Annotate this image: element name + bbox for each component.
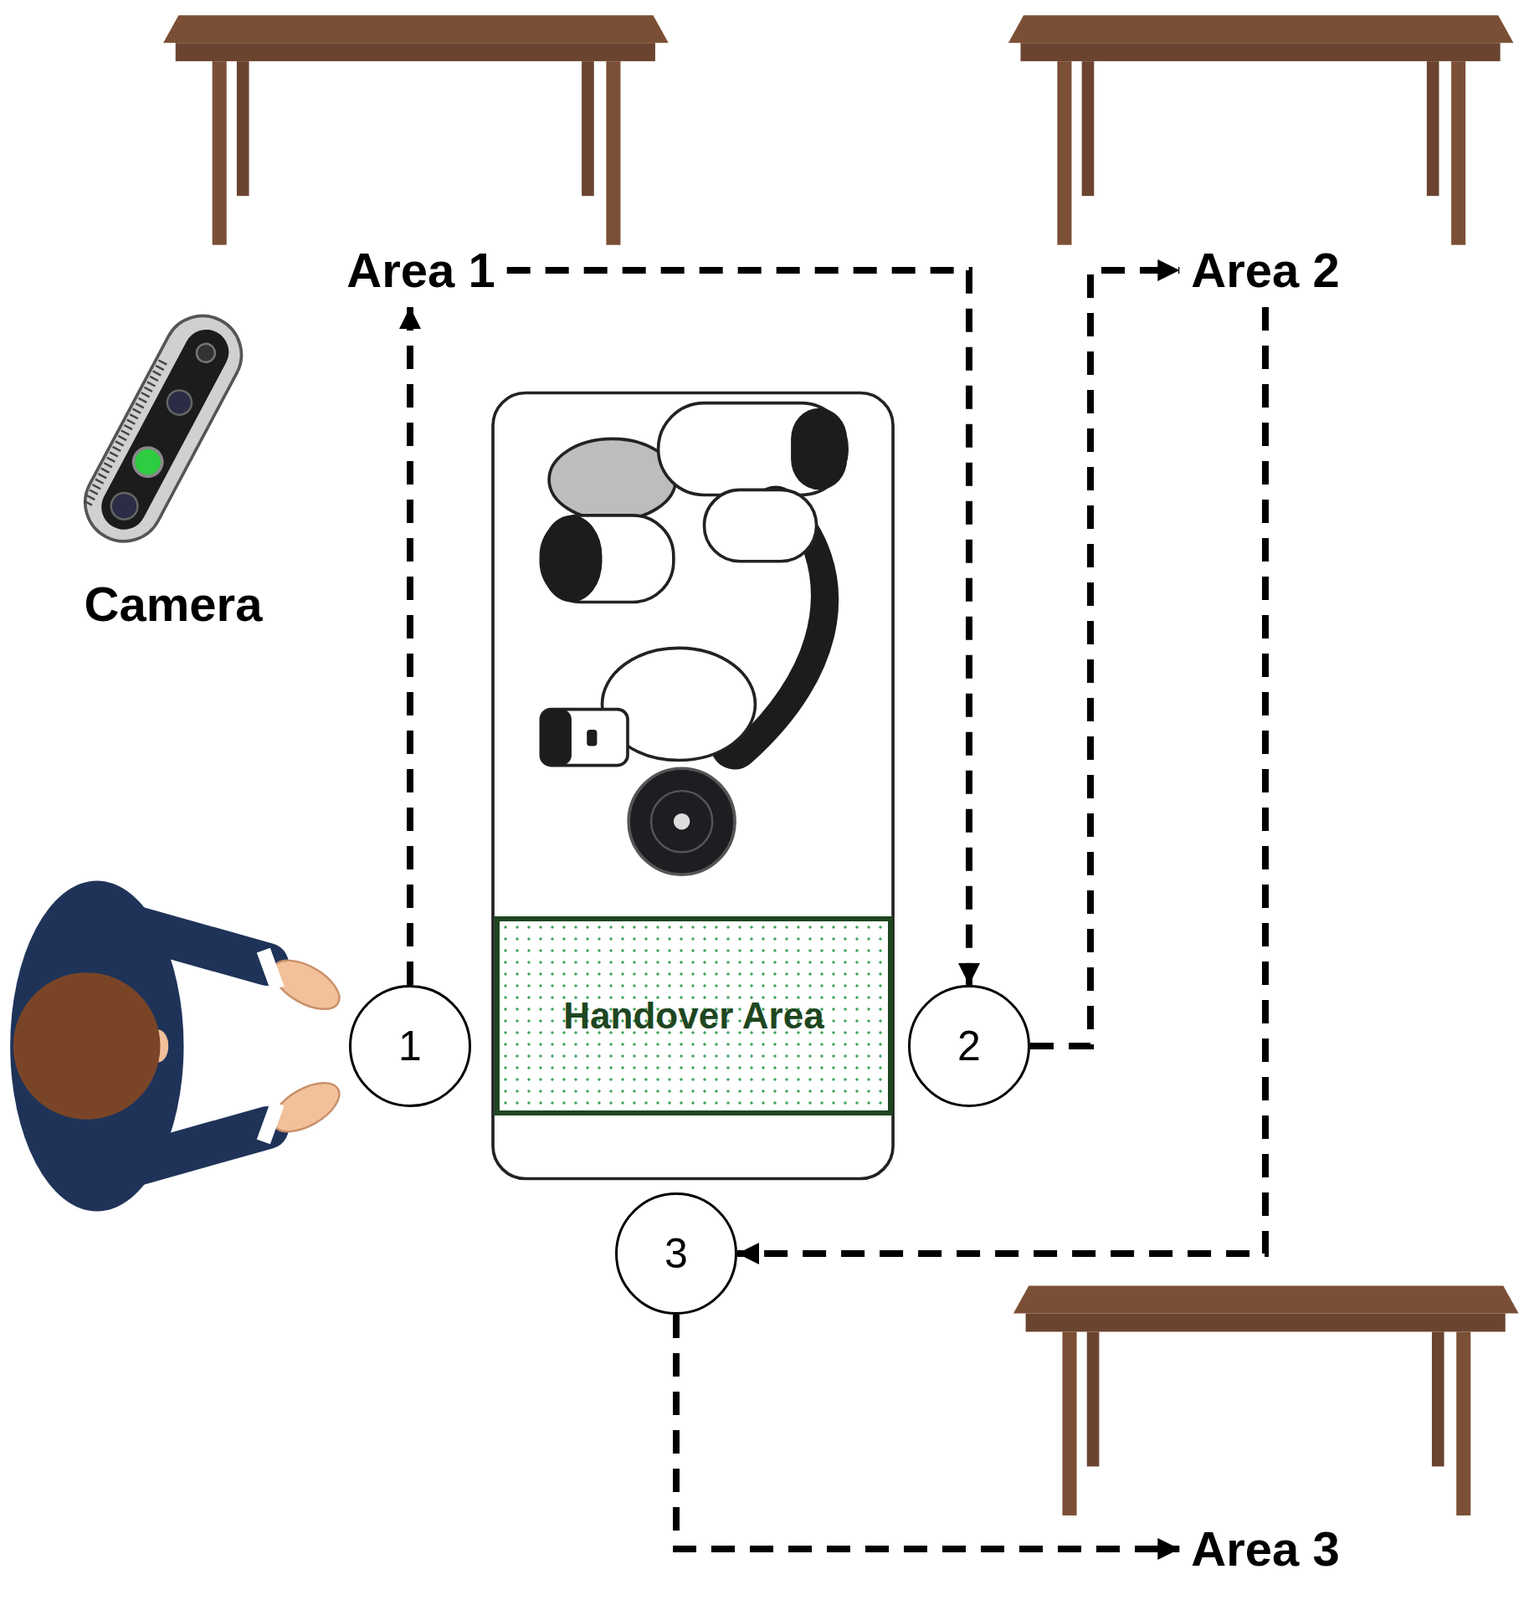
dashed-arrow	[1030, 270, 1180, 1047]
table	[163, 15, 669, 245]
area-label: Area 2	[1185, 240, 1345, 301]
dashed-arrow	[406, 307, 414, 986]
dashed-arrow	[676, 1314, 1180, 1550]
node-text: Handover Area	[563, 995, 824, 1037]
handover-area: Handover Area	[494, 916, 893, 1116]
node-text: Area 2	[1190, 242, 1340, 298]
step-circle: 1	[348, 985, 472, 1108]
node-text: Area 3	[1190, 1521, 1340, 1576]
area-label: Area 1	[341, 240, 500, 301]
camera-icon	[71, 302, 256, 555]
camera-label: Camera	[84, 577, 263, 632]
robot-arm	[492, 393, 893, 1180]
node-text: Area 1	[346, 242, 495, 298]
person-figure	[10, 880, 348, 1211]
table	[1013, 1286, 1519, 1516]
area-label: Area 3	[1185, 1518, 1345, 1580]
step-circle: 3	[615, 1192, 738, 1315]
node-text: 2	[957, 1021, 981, 1071]
table	[1008, 15, 1514, 245]
node-text: 3	[664, 1229, 688, 1278]
node-text: 1	[398, 1021, 422, 1071]
step-circle: 2	[908, 985, 1031, 1108]
dashed-arrow	[507, 270, 970, 986]
